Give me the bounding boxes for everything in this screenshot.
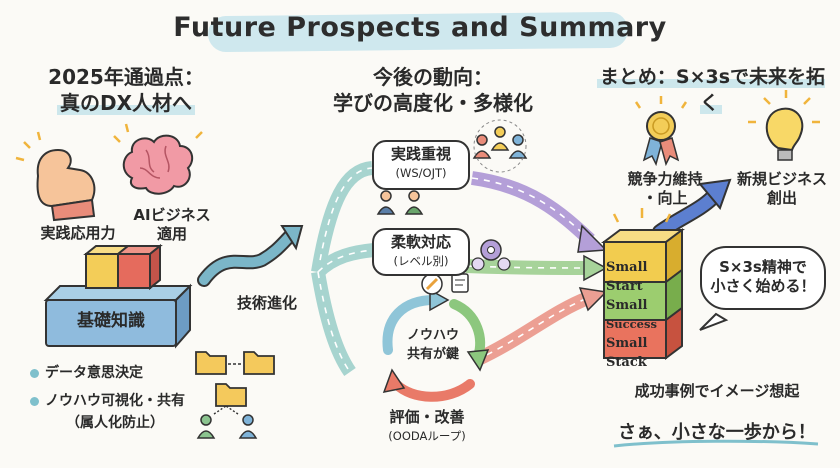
bullet-note: （属人化防止） — [66, 415, 164, 431]
document-icon — [451, 273, 469, 293]
middle-heading-line2: 学びの高度化・多様化 — [333, 91, 533, 115]
lightbulb-icon — [748, 90, 820, 161]
speech-bubble-tail — [699, 312, 729, 331]
bubble-line2: 小さく始める！ — [710, 277, 816, 295]
competitive-label: 競争力維持 ・向上 — [620, 170, 710, 208]
flexible-sub: (レベル別) — [393, 254, 449, 268]
middle-heading-line1: 今後の動向： — [373, 65, 493, 89]
flexible-box: 柔軟対応 (レベル別) — [372, 228, 470, 276]
bullet-dot — [30, 396, 39, 406]
settings-gear-icon — [471, 239, 511, 271]
competitive-line2: ・向上 — [642, 189, 688, 207]
stack-start-label: Small Start — [606, 256, 666, 294]
bubble-line1: S×3s精神で — [719, 258, 807, 276]
stack-word-text: Success — [606, 317, 657, 331]
knowhow-label: ノウハウ 共有が鍵 — [396, 326, 470, 364]
ai-skill-line1: AIビジネス — [133, 206, 211, 224]
evaluation-label: 評価・改善 (OODAループ) — [372, 408, 482, 446]
s3s-stack — [601, 208, 685, 360]
foundation-platform — [43, 283, 193, 349]
knowhow-line2: 共有が鍵 — [406, 347, 459, 362]
muscle-arm-icon — [15, 131, 96, 222]
left-heading-line1: 2025年通過点： — [48, 65, 204, 89]
competitive-line1: 競争力維持 — [627, 170, 703, 188]
skill-blocks — [83, 243, 163, 291]
evaluation-sub: (OODAループ) — [388, 429, 466, 443]
bullet-item: ノウハウ可視化・共有 — [30, 390, 185, 410]
new-business-line2: 創出 — [766, 189, 797, 207]
left-heading-line2: 真のDX人材へ — [56, 91, 196, 115]
left-heading: 2025年通過点： 真のDX人材へ — [16, 64, 236, 116]
knowhow-line1: ノウハウ — [406, 328, 459, 343]
bullet-text: データ意思決定 — [45, 365, 143, 381]
ooda-loop-arrows — [382, 288, 490, 402]
stack-small-text: Small — [606, 260, 648, 275]
new-business-line1: 新規ビジネス — [736, 170, 827, 188]
pencil-icon — [421, 273, 443, 295]
stack-small-text: Small — [606, 336, 648, 351]
right-heading: まとめ：S×3sで未来を拓く — [586, 64, 836, 116]
bullet-dot — [30, 368, 39, 378]
stack-word-text: Stack — [606, 355, 647, 370]
people-share-icon — [196, 405, 258, 439]
closing-message: さぁ、小さな一歩から！ — [618, 422, 816, 443]
learning-paths — [311, 161, 608, 377]
stack-stack-label: Small Stack — [606, 332, 666, 370]
closing-underline — [613, 439, 819, 448]
growth-arrow — [652, 178, 732, 240]
success-case-text: 成功事例でイメージ想起 — [634, 382, 800, 400]
foundation-label: 基礎知識 — [77, 311, 145, 331]
evaluation-title: 評価・改善 — [389, 408, 465, 426]
new-business-label: 新規ビジネス 創出 — [732, 170, 832, 208]
s3s-speech-bubble: S×3s精神で 小さく始める！ — [700, 246, 826, 310]
bullet-list: データ意思決定 ノウハウ可視化・共有 （属人化防止） — [30, 362, 185, 432]
folder-icon — [195, 351, 275, 407]
right-heading-text: まとめ：S×3sで未来を拓く — [596, 66, 826, 114]
brain-icon — [113, 123, 203, 195]
practice-focus-box: 実践重視 (WS/OJT) — [372, 140, 470, 190]
flexible-title: 柔軟対応 — [390, 233, 451, 251]
bullet-item: データ意思決定 — [30, 362, 185, 382]
practice-skill-label: 実践応用力 — [40, 224, 116, 242]
stack-small-text: Small — [606, 298, 648, 313]
ai-skill-line2: 適用 — [156, 225, 187, 243]
practice-focus-sub: (WS/OJT) — [395, 166, 447, 180]
tech-evolution-label: 技術進化 — [236, 294, 297, 312]
handshake-people-icon — [376, 190, 424, 215]
bullet-text: ノウハウ可視化・共有 — [45, 393, 185, 409]
stack-success-label: Small Success — [606, 294, 666, 332]
medal-icon — [634, 96, 688, 167]
tech-evolution-arrow — [197, 225, 304, 287]
middle-heading: 今後の動向： 学びの高度化・多様化 — [318, 64, 548, 116]
ai-skill-label: AIビジネス 適用 — [122, 206, 222, 244]
practice-focus-title: 実践重視 — [390, 145, 451, 163]
stack-word-text: Start — [606, 279, 643, 294]
page-title: Future Prospects and Summary — [173, 12, 667, 43]
team-people-icon — [472, 119, 528, 173]
